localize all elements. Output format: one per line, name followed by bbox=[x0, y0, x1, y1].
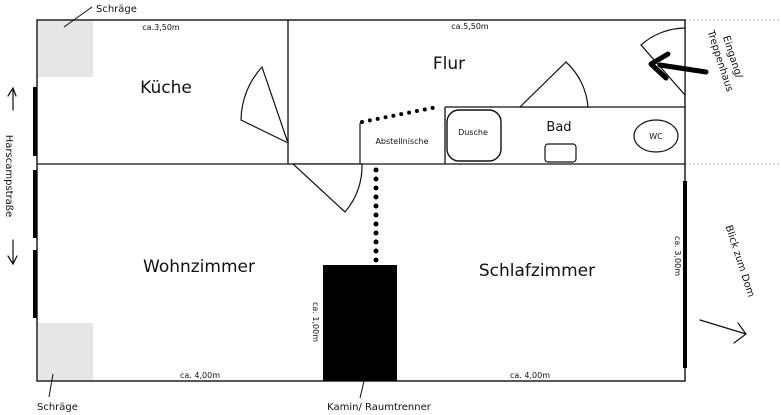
fixture-label-wc: WC bbox=[649, 132, 663, 141]
room-label-hall: Flur bbox=[433, 54, 465, 74]
slope-label-bottom: Schräge bbox=[37, 402, 78, 413]
street-label: Harscampstraße bbox=[3, 135, 14, 218]
slope-area-top bbox=[38, 21, 93, 77]
room-label-living: Wohnzimmer bbox=[143, 257, 255, 277]
slope-leader-top bbox=[63, 6, 93, 28]
room-label-bedroom: Schlafzimmer bbox=[479, 261, 595, 281]
street-arrow-top-icon bbox=[7, 86, 17, 111]
bath-sink bbox=[544, 143, 577, 163]
room-label-kitchen: Küche bbox=[140, 78, 192, 98]
fireplace-label: Kamin/ Raumtrenner bbox=[327, 402, 432, 413]
door-swing-living bbox=[291, 163, 363, 213]
dim-bedroom-width: ca. 4,00m bbox=[510, 371, 550, 380]
fireplace-leader bbox=[359, 380, 365, 399]
wc-bowl bbox=[633, 119, 679, 153]
entrance-arrowhead bbox=[648, 51, 671, 81]
door-swing-kitchen bbox=[240, 65, 290, 145]
entrance-label: Eingang/ Treppenhaus bbox=[704, 28, 744, 93]
view-arrow-icon bbox=[699, 319, 747, 344]
street-arrow-bottom-icon bbox=[7, 239, 18, 266]
dim-chimney: ca. 1,00m bbox=[311, 302, 320, 342]
door-swing-bath bbox=[518, 61, 589, 108]
dim-depth: ca. 3,00m bbox=[673, 236, 682, 276]
room-label-bath: Bad bbox=[546, 120, 571, 135]
fireplace-block bbox=[323, 265, 397, 381]
shower-tray bbox=[446, 109, 502, 162]
dotted-partition-niche bbox=[360, 105, 439, 124]
dim-living-width: ca. 4,00m bbox=[180, 371, 220, 380]
dim-hall-width: ca.5,50m bbox=[451, 22, 489, 31]
room-label-niche: Abstellnische bbox=[375, 137, 428, 146]
dim-kitchen-width: ca.3,50m bbox=[142, 23, 180, 32]
slope-area-bottom bbox=[38, 323, 93, 380]
slope-label-top: Schräge bbox=[96, 4, 137, 15]
door-swing-entrance bbox=[640, 27, 686, 97]
view-label: Blick zum Dom bbox=[723, 224, 757, 299]
slope-leader-bottom bbox=[48, 373, 54, 398]
entrance-arrow-shaft bbox=[657, 62, 709, 75]
fixture-label-shower: Dusche bbox=[458, 128, 488, 137]
